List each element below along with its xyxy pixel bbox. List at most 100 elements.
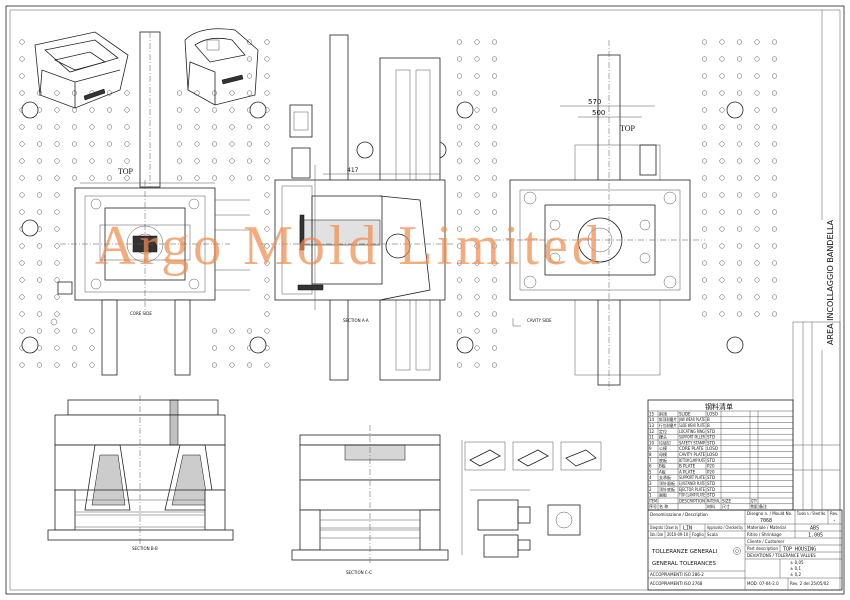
platen-hole [771, 260, 778, 266]
platen-hole [229, 362, 235, 368]
description-label: Denominazione / Description [650, 512, 708, 517]
platen-hole [474, 311, 480, 317]
platen-hole [491, 277, 498, 283]
platen-hole [701, 56, 708, 62]
platen-hole [754, 141, 760, 147]
platen-hole [246, 73, 253, 79]
customer-label: Cliente / Customer [747, 539, 785, 544]
platen-hole [736, 226, 743, 232]
platen-hole [264, 277, 270, 283]
bom-cell-cn: 顶针面板 [659, 480, 675, 486]
platen-hole [754, 73, 760, 79]
platen-hole [211, 345, 218, 351]
tolerance-value-3: ± 0,2 [790, 572, 801, 577]
detail-views [464, 441, 602, 558]
tolerance-table-title: DEVIATIONS / TOLERANCE VALUES [747, 553, 816, 558]
platen-hole [456, 90, 463, 96]
platen-hole [456, 209, 463, 215]
bom-cell-desc: SAFETY STAMP [679, 440, 706, 445]
platen-hole [264, 209, 270, 215]
platen-hole [264, 175, 270, 181]
bom-header-cn: 备注 [759, 503, 767, 509]
shrinkage-value: 1.005 [808, 533, 823, 539]
platen-hole [54, 260, 60, 266]
area-label: AREA INCOLLAGGIO BANDELLA [826, 219, 835, 345]
platen-hole [701, 73, 708, 79]
platen-hole [771, 158, 778, 164]
platen-hole [176, 124, 183, 130]
platen-hole [36, 192, 43, 198]
platen-hole [54, 209, 60, 215]
platen-hole [36, 209, 43, 215]
platen-hole [211, 175, 218, 181]
bom-cell-no: 13 [649, 423, 655, 428]
bom-cell-no: 12 [649, 429, 655, 434]
material-label: Materiale / Material [747, 525, 786, 530]
platen-hole [19, 243, 25, 249]
platen-hole [246, 124, 253, 130]
bom-cell-mat: P20 [707, 464, 715, 469]
platen-hole [456, 277, 463, 283]
platen-hole [264, 226, 270, 232]
tolerance-value-2: ± 0,1 [790, 566, 801, 571]
mould-no-label: Disegno n. / Mould No. [747, 511, 792, 516]
cavity-side-label: CAVITY SIDE [527, 318, 552, 323]
platen-hole [229, 107, 235, 113]
platen-hole [474, 209, 480, 215]
platen-hole [54, 175, 60, 181]
platen-hole [474, 73, 480, 79]
footer-mod: MOD. 07-04-2.0 [747, 581, 779, 586]
platen-hole [71, 328, 78, 334]
bom-cell-cn: 定位 [659, 428, 667, 434]
platen-hole [771, 39, 778, 45]
platen-hole [71, 158, 78, 164]
platen-hole [211, 362, 218, 368]
bom-cell-mat: LOSO [707, 452, 718, 457]
platen-hole [264, 141, 270, 147]
bom-header-cn: 材料 [707, 503, 715, 509]
platen-hole [701, 311, 708, 317]
top-label-right: TOP [620, 124, 636, 133]
platen-hole [246, 39, 253, 45]
platen-hole [124, 158, 130, 164]
platen-hole [491, 124, 498, 130]
platen-hole [719, 277, 725, 283]
platen-hole [36, 141, 43, 147]
platen-hole [754, 158, 760, 164]
platen-hole [71, 107, 78, 113]
scale-label: Scala [707, 532, 718, 537]
platen-hole [771, 107, 778, 113]
platen-hole [54, 294, 60, 300]
part-3d-view-2 [184, 28, 259, 106]
checked-by-label: Approvato / Checked by [707, 525, 743, 530]
part-logo-mark-2 [221, 74, 244, 85]
platen-hole [456, 56, 463, 62]
platen-hole [754, 226, 760, 232]
platen-hole [89, 362, 95, 368]
platen-hole [89, 328, 95, 334]
bom-cell-cn: 公模 [659, 445, 667, 451]
platen-hole [719, 124, 725, 130]
bom-cell-cn: 垃圾钉 [659, 439, 671, 445]
bom-cell-cn: 支承板 [659, 474, 671, 480]
platen-hole [54, 192, 60, 198]
platen-hole [124, 175, 130, 181]
part-logo-mark [83, 88, 106, 101]
platen-hole [264, 90, 270, 96]
bom-header-cn: 尺寸 [722, 503, 730, 509]
bom-cell-desc: A PLATE [679, 469, 696, 474]
platen-hole [474, 107, 480, 113]
part-value: TOP HOUSING [783, 547, 816, 553]
platen-hole [491, 192, 498, 198]
platen-large-hole [456, 336, 474, 354]
platen-hole [36, 124, 43, 130]
platen-hole [264, 328, 270, 334]
platen-hole [456, 294, 463, 300]
platen-hole [246, 56, 253, 62]
bom-cell-no: 3 [649, 481, 652, 486]
platen-hole [36, 243, 43, 249]
platen-hole [456, 124, 463, 130]
core-side-view [50, 31, 250, 376]
bom-cell-mat: STD [707, 493, 715, 498]
bom-cell-no: 14 [649, 417, 655, 422]
